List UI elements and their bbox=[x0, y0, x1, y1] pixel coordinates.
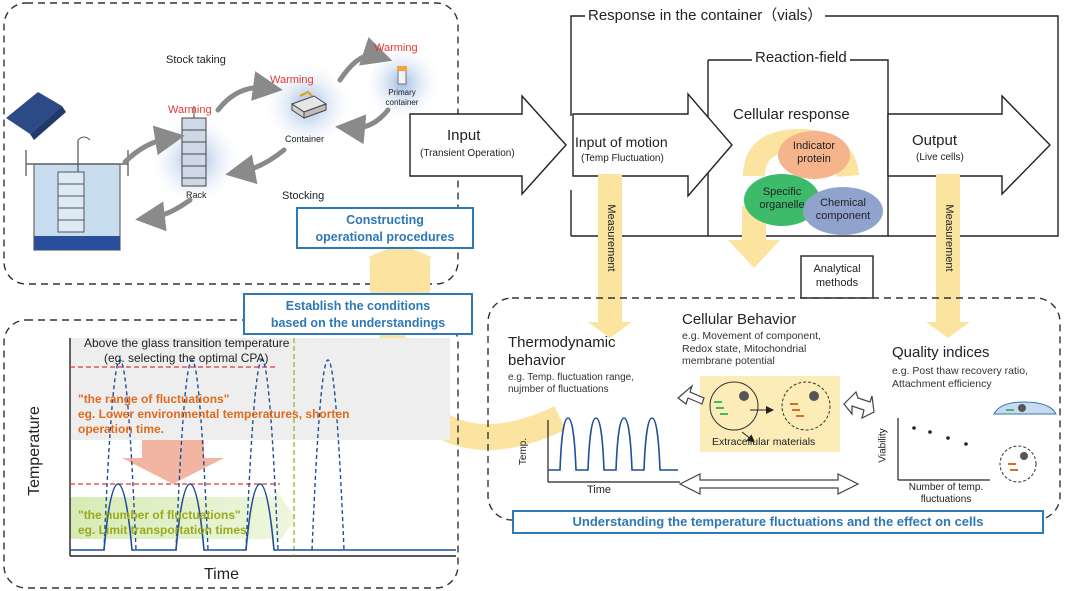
reaction-field-title: Reaction-field bbox=[752, 49, 850, 66]
detached-cell-icon bbox=[999, 445, 1037, 483]
measurement-arrows bbox=[588, 174, 970, 338]
dewar-lid bbox=[6, 92, 66, 140]
rack-icon bbox=[181, 106, 207, 187]
warming-label-primary: Warming bbox=[374, 42, 418, 54]
indicator-protein-label: Indicator protein bbox=[792, 140, 836, 165]
rack-label: Rack bbox=[186, 190, 207, 200]
solid-temp-curve bbox=[70, 483, 456, 551]
thermo-desc: e.g. Temp. fluctuation range, nujmber of… bbox=[508, 372, 635, 395]
output-subtitle: (Live cells) bbox=[916, 152, 964, 163]
analytical-methods-box bbox=[800, 255, 874, 299]
viability-axis-label: Viability bbox=[877, 428, 889, 463]
extracellular-label: Extracellular materials bbox=[712, 436, 816, 448]
chemical-component-label: Chemical component bbox=[815, 197, 871, 222]
warming-label-rack: Warming bbox=[168, 104, 212, 116]
indicator-protein-node bbox=[778, 131, 850, 179]
stock-cycle-arrows bbox=[122, 37, 393, 232]
dashed-temp-curves bbox=[103, 359, 345, 551]
measurement-label-left: Measurement bbox=[605, 204, 617, 272]
response-container-frame bbox=[570, 15, 1059, 237]
dewar-tank bbox=[25, 136, 129, 251]
relation-arrows bbox=[677, 384, 875, 495]
quality-desc: e.g. Post thaw recovery ratio, Attachmen… bbox=[892, 365, 1028, 390]
response-container-title: Response in the container（vials） bbox=[585, 4, 826, 25]
constructing-procedures-box: Constructing operational procedures bbox=[296, 207, 474, 249]
stocking-label: Stocking bbox=[282, 190, 325, 202]
input-subtitle: (Transient Operation) bbox=[420, 148, 515, 159]
time-x-label: Time bbox=[204, 566, 239, 583]
attached-cell-icon bbox=[993, 401, 1057, 415]
cell-illustration bbox=[709, 381, 831, 443]
understanding-banner: Understanding the temperature fluctuatio… bbox=[512, 510, 1044, 534]
temperature-y-label: Temperature bbox=[25, 406, 43, 496]
motion-subtitle: (Temp Fluctuation) bbox=[581, 153, 664, 164]
specific-organelle-label: Specific organelle bbox=[759, 186, 805, 211]
viability-mini-chart bbox=[897, 418, 990, 481]
range-fluct-label: "the range of fluctuations" eg. Lower en… bbox=[78, 392, 350, 436]
quality-title: Quality indices bbox=[892, 344, 990, 361]
num-fluct-label: Number of temp. fluctuations bbox=[908, 482, 984, 505]
stock-panel-border bbox=[3, 2, 459, 285]
time-axis-label: Time bbox=[587, 484, 612, 496]
cellular-behavior-title: Cellular Behavior bbox=[682, 311, 797, 328]
thermo-mini-chart bbox=[547, 417, 680, 483]
input-arrow bbox=[409, 94, 567, 196]
range-down-arrow bbox=[122, 440, 224, 484]
primary-container-label: Primary container bbox=[385, 88, 419, 107]
output-arrow bbox=[887, 94, 1051, 196]
temp-axis-label: Temp. bbox=[518, 437, 530, 466]
motion-title: Input of motion bbox=[575, 134, 668, 150]
thermo-title: Thermodynamic behavior bbox=[508, 334, 616, 369]
establish-conditions-box: Establish the conditions based on the un… bbox=[243, 293, 473, 335]
measurement-label-right: Measurement bbox=[943, 204, 955, 272]
container-label: Container bbox=[285, 134, 325, 144]
glass-band bbox=[70, 338, 450, 440]
input-title: Input bbox=[447, 127, 481, 144]
container-icon bbox=[290, 90, 328, 119]
cellular-response-title: Cellular response bbox=[733, 106, 850, 123]
chemical-component-node bbox=[803, 187, 883, 235]
warming-label-container: Warming bbox=[270, 74, 314, 86]
specific-organelle-node bbox=[744, 174, 820, 226]
number-fluct-label: "the number of fluctuations" eg. Limit t… bbox=[78, 508, 251, 537]
temp-panel-border bbox=[3, 319, 459, 589]
cellular-behavior-desc: e.g. Movement of component, Redox state,… bbox=[682, 330, 821, 367]
output-title: Output bbox=[912, 132, 958, 149]
glass-transition-label: Above the glass transition temperature (… bbox=[84, 336, 290, 365]
primary-vial-icon bbox=[397, 66, 407, 85]
stock-taking-label: Stock taking bbox=[166, 54, 226, 66]
analytical-methods-label: Analytical methods bbox=[813, 263, 861, 289]
input-motion-arrow bbox=[572, 92, 733, 198]
